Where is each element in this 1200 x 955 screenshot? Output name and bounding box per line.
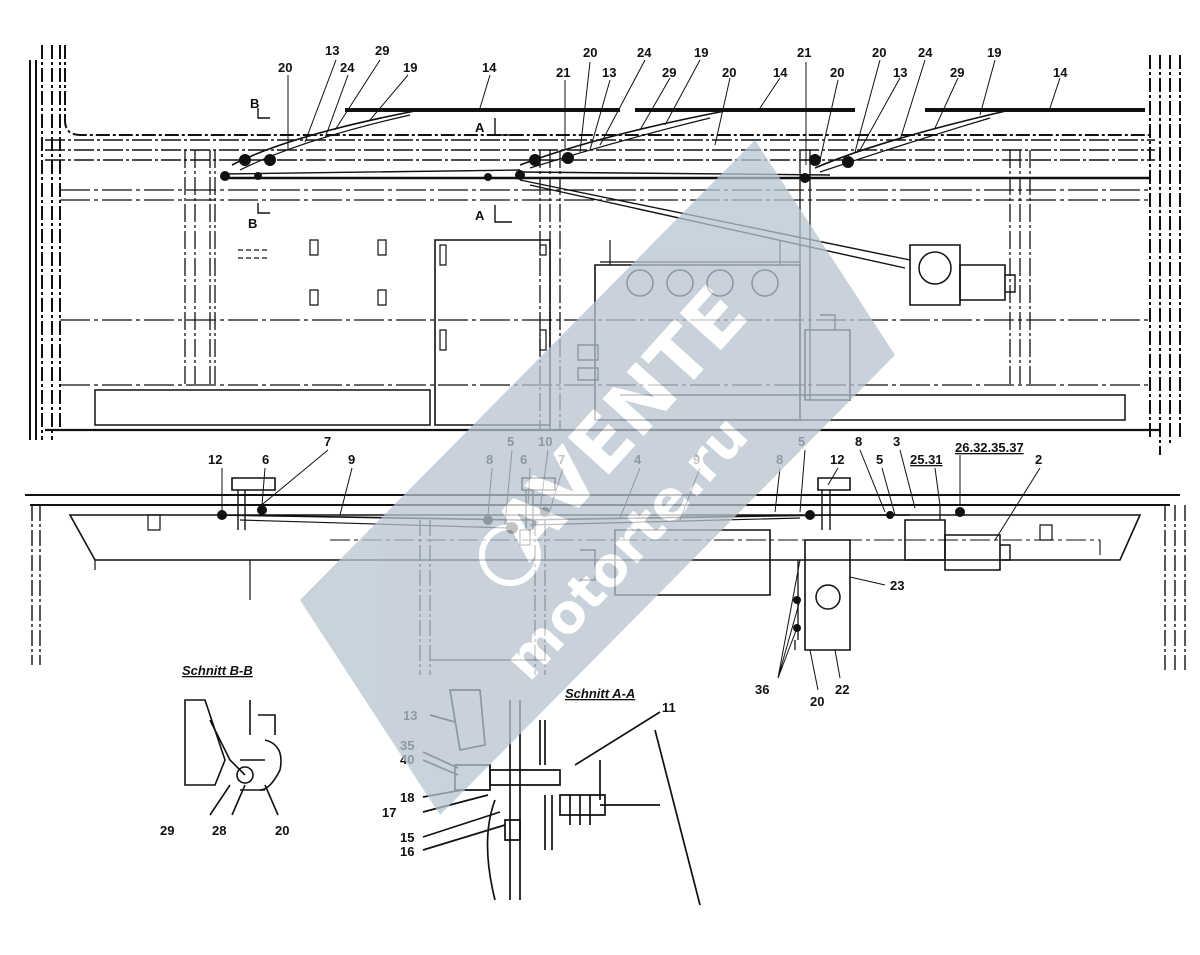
label-24: 24	[637, 45, 652, 60]
label-29: 29	[662, 65, 676, 80]
label-14: 14	[1053, 65, 1068, 80]
label-13: 13	[602, 65, 616, 80]
label-29: 29	[950, 65, 964, 80]
label-22: 22	[835, 682, 849, 697]
label-17: 17	[382, 805, 396, 820]
label-29: 29	[375, 43, 389, 58]
label-36: 36	[755, 682, 769, 697]
label-18: 18	[400, 790, 414, 805]
section-a-a-title: Schnitt A-A	[565, 686, 635, 701]
label-25-31: 25.31	[910, 452, 943, 467]
watermark-band	[300, 140, 895, 815]
watermark: AVENTE motorte.ru	[300, 140, 895, 815]
section-b-b-title: Schnitt B-B	[182, 663, 253, 678]
watermark-gear-icon	[479, 524, 541, 586]
label-20: 20	[872, 45, 886, 60]
label-section-a-top: A	[475, 120, 485, 135]
section-b-b: Schnitt B-B 29 28 20	[160, 663, 289, 838]
label-13: 13	[325, 43, 339, 58]
label-16: 16	[400, 844, 414, 859]
label-15: 15	[400, 830, 414, 845]
label-13: 13	[893, 65, 907, 80]
label-14: 14	[482, 60, 497, 75]
label-20: 20	[278, 60, 292, 75]
label-28: 28	[212, 823, 226, 838]
label-3: 3	[893, 434, 900, 449]
label-14: 14	[773, 65, 788, 80]
label-section-a-bottom: A	[475, 208, 485, 223]
label-20: 20	[275, 823, 289, 838]
label-20: 20	[830, 65, 844, 80]
label-21: 21	[797, 45, 811, 60]
label-20: 20	[722, 65, 736, 80]
label-23: 23	[890, 578, 904, 593]
label-19: 19	[987, 45, 1001, 60]
label-20: 20	[810, 694, 824, 709]
label-6: 6	[262, 452, 269, 467]
label-26-32-35-37: 26.32.35.37	[955, 440, 1024, 455]
label-section-b-top: B	[250, 96, 259, 111]
label-19: 19	[403, 60, 417, 75]
label-2: 2	[1035, 452, 1042, 467]
label-12: 12	[830, 452, 844, 467]
label-5: 5	[876, 452, 883, 467]
label-21: 21	[556, 65, 570, 80]
label-7: 7	[324, 434, 331, 449]
top-view-labels: 20 13 29 24 19 14 B B A A 21 20 13 24 29…	[248, 43, 1068, 231]
label-20: 20	[583, 45, 597, 60]
label-12: 12	[208, 452, 222, 467]
label-11: 11	[662, 700, 676, 715]
label-section-b-bottom: B	[248, 216, 257, 231]
label-9: 9	[348, 452, 355, 467]
label-24: 24	[918, 45, 933, 60]
label-8: 8	[855, 434, 862, 449]
label-29: 29	[160, 823, 174, 838]
label-19: 19	[694, 45, 708, 60]
label-24: 24	[340, 60, 355, 75]
